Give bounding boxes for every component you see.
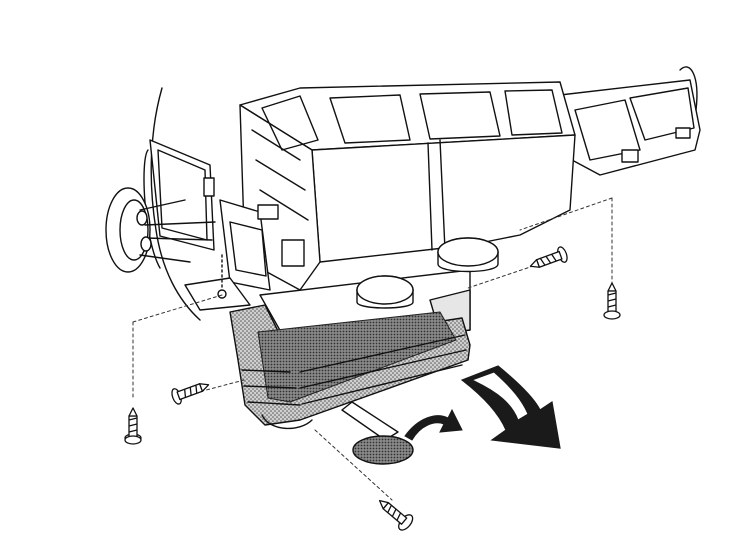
pipe-grommet — [105, 187, 216, 273]
screw-left-vertical-icon — [124, 407, 142, 445]
curved-arrow-small-icon — [404, 408, 463, 441]
outlet-cap-right — [437, 237, 499, 273]
screw-right-horizontal-icon — [529, 246, 568, 268]
screw-left-horizontal-icon — [171, 383, 210, 405]
heater-core — [229, 304, 471, 430]
screw-bottom-icon — [378, 499, 414, 531]
left-side-panel — [149, 139, 215, 251]
mounting-bracket — [184, 254, 251, 311]
right-duct — [559, 66, 701, 176]
outlet-cap-left — [356, 275, 414, 309]
screw-right-vertical-icon — [603, 282, 621, 320]
drain-hose — [341, 401, 414, 465]
heater-unit-housing — [219, 81, 576, 291]
removal-direction-arrow-icon — [460, 365, 561, 449]
